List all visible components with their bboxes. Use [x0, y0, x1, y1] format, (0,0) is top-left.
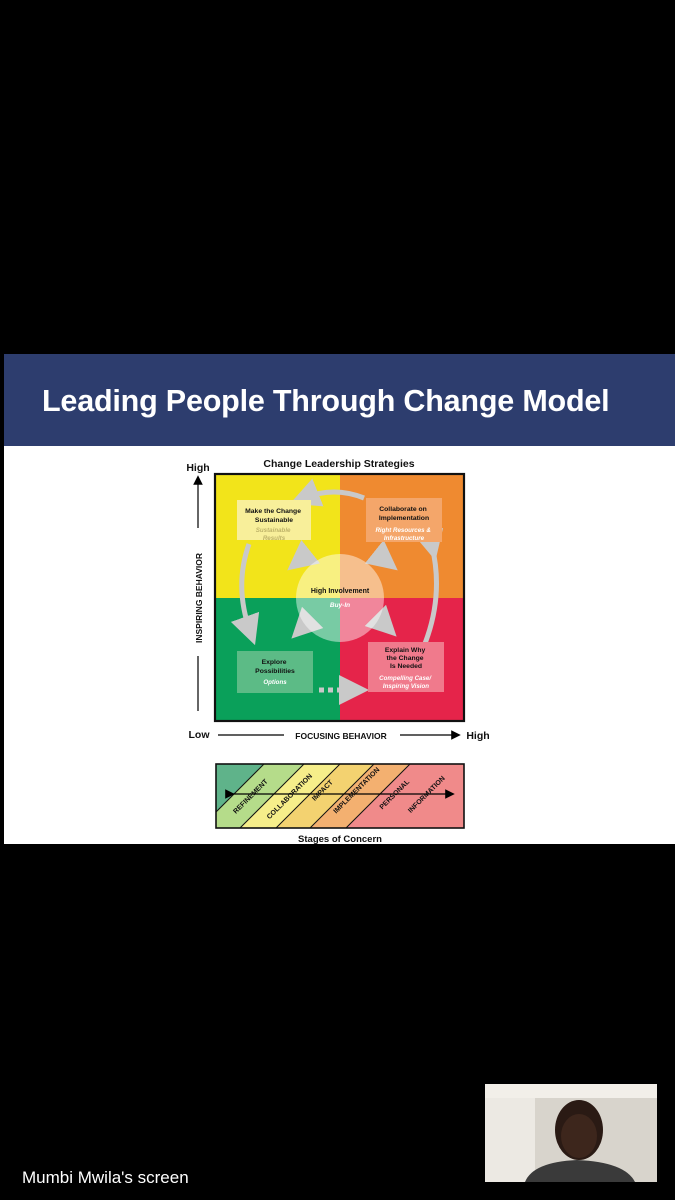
center-subtitle: Buy-In	[330, 602, 350, 609]
label-box-tr	[366, 498, 442, 542]
quadrant-frame	[213, 472, 466, 723]
quadrant-tr-title-line: Implementation	[379, 515, 429, 522]
quadrant-br-title-line: the Change	[387, 655, 424, 662]
stages-frame	[215, 763, 465, 829]
label-box-bl	[237, 651, 313, 693]
center-circle	[296, 554, 384, 642]
quadrant-tl-subtitle-line: Sustainable	[256, 527, 291, 534]
quadrant-bl-subtitle: Options	[263, 679, 287, 686]
quadrant-bl-title-line: Possibilities	[255, 668, 295, 675]
quadrant-br-subtitle: Compelling Case/ Inspiring Vision	[379, 675, 433, 690]
quadrant-tr-title-line: Collaborate on	[379, 506, 427, 513]
quadrant-tl-title-line: Make the Change	[245, 508, 301, 515]
x-axis-label: FOCUSING BEHAVIOR	[295, 731, 386, 741]
quadrant-tl-subtitle-line: Results	[263, 535, 286, 542]
quadrant-br-title-line: Is Needed	[390, 663, 422, 670]
quadrant-bl-subtitle-line: Options	[263, 679, 287, 686]
change-model-diagram: Change Leadership Strategies High Involv…	[4, 446, 675, 844]
quadrant-tr-title: Collaborate on Implementation	[379, 506, 429, 522]
quadrant-tr-subtitle-line: Infrastructure	[384, 535, 425, 542]
quadrant-br-title: Explain Why the Change Is Needed	[385, 647, 427, 670]
presenter-avatar	[485, 1084, 657, 1182]
shared-slide: Leading People Through Change Model Chan…	[4, 354, 675, 844]
screen-share-label: Mumbi Mwila's screen	[22, 1168, 189, 1187]
diagram-svg: Change Leadership Strategies High Involv…	[186, 458, 489, 844]
slide-title: Leading People Through Change Model	[42, 384, 610, 418]
stages-caption: Stages of Concern	[298, 834, 382, 844]
quadrant-tl-subtitle: Sustainable Results	[256, 527, 292, 542]
label-box-tl	[237, 500, 311, 540]
cycle-arrows	[230, 478, 444, 705]
quadrant-tl-title-line: Sustainable	[255, 517, 293, 524]
y-axis-label: INSPIRING BEHAVIOR	[194, 553, 204, 643]
center-title: High Involvement	[311, 588, 370, 595]
y-axis-high-label: High	[186, 462, 209, 474]
quadrant-tl-title: Make the Change Sustainable	[245, 508, 303, 524]
x-axis-low-label: Low	[189, 729, 211, 741]
quadrant-br-title-line: Explain Why	[385, 647, 426, 654]
label-box-br	[368, 642, 444, 692]
x-axis-high-label: High	[466, 730, 489, 742]
quadrant-tr-subtitle: Right Resources & Infrastructure	[375, 527, 432, 542]
diagram-heading: Change Leadership Strategies	[263, 458, 414, 470]
quadrant-br-subtitle-line: Inspiring Vision	[383, 683, 429, 690]
quadrant-bl-title-line: Explore	[262, 659, 287, 666]
quadrant-bl-title: Explore Possibilities	[255, 659, 295, 675]
slide-header: Leading People Through Change Model	[4, 354, 675, 446]
quadrant-tr-subtitle-line: Right Resources &	[375, 527, 431, 534]
quadrant-br-subtitle-line: Compelling Case/	[379, 675, 432, 682]
presenter-video-thumbnail[interactable]	[485, 1084, 657, 1182]
